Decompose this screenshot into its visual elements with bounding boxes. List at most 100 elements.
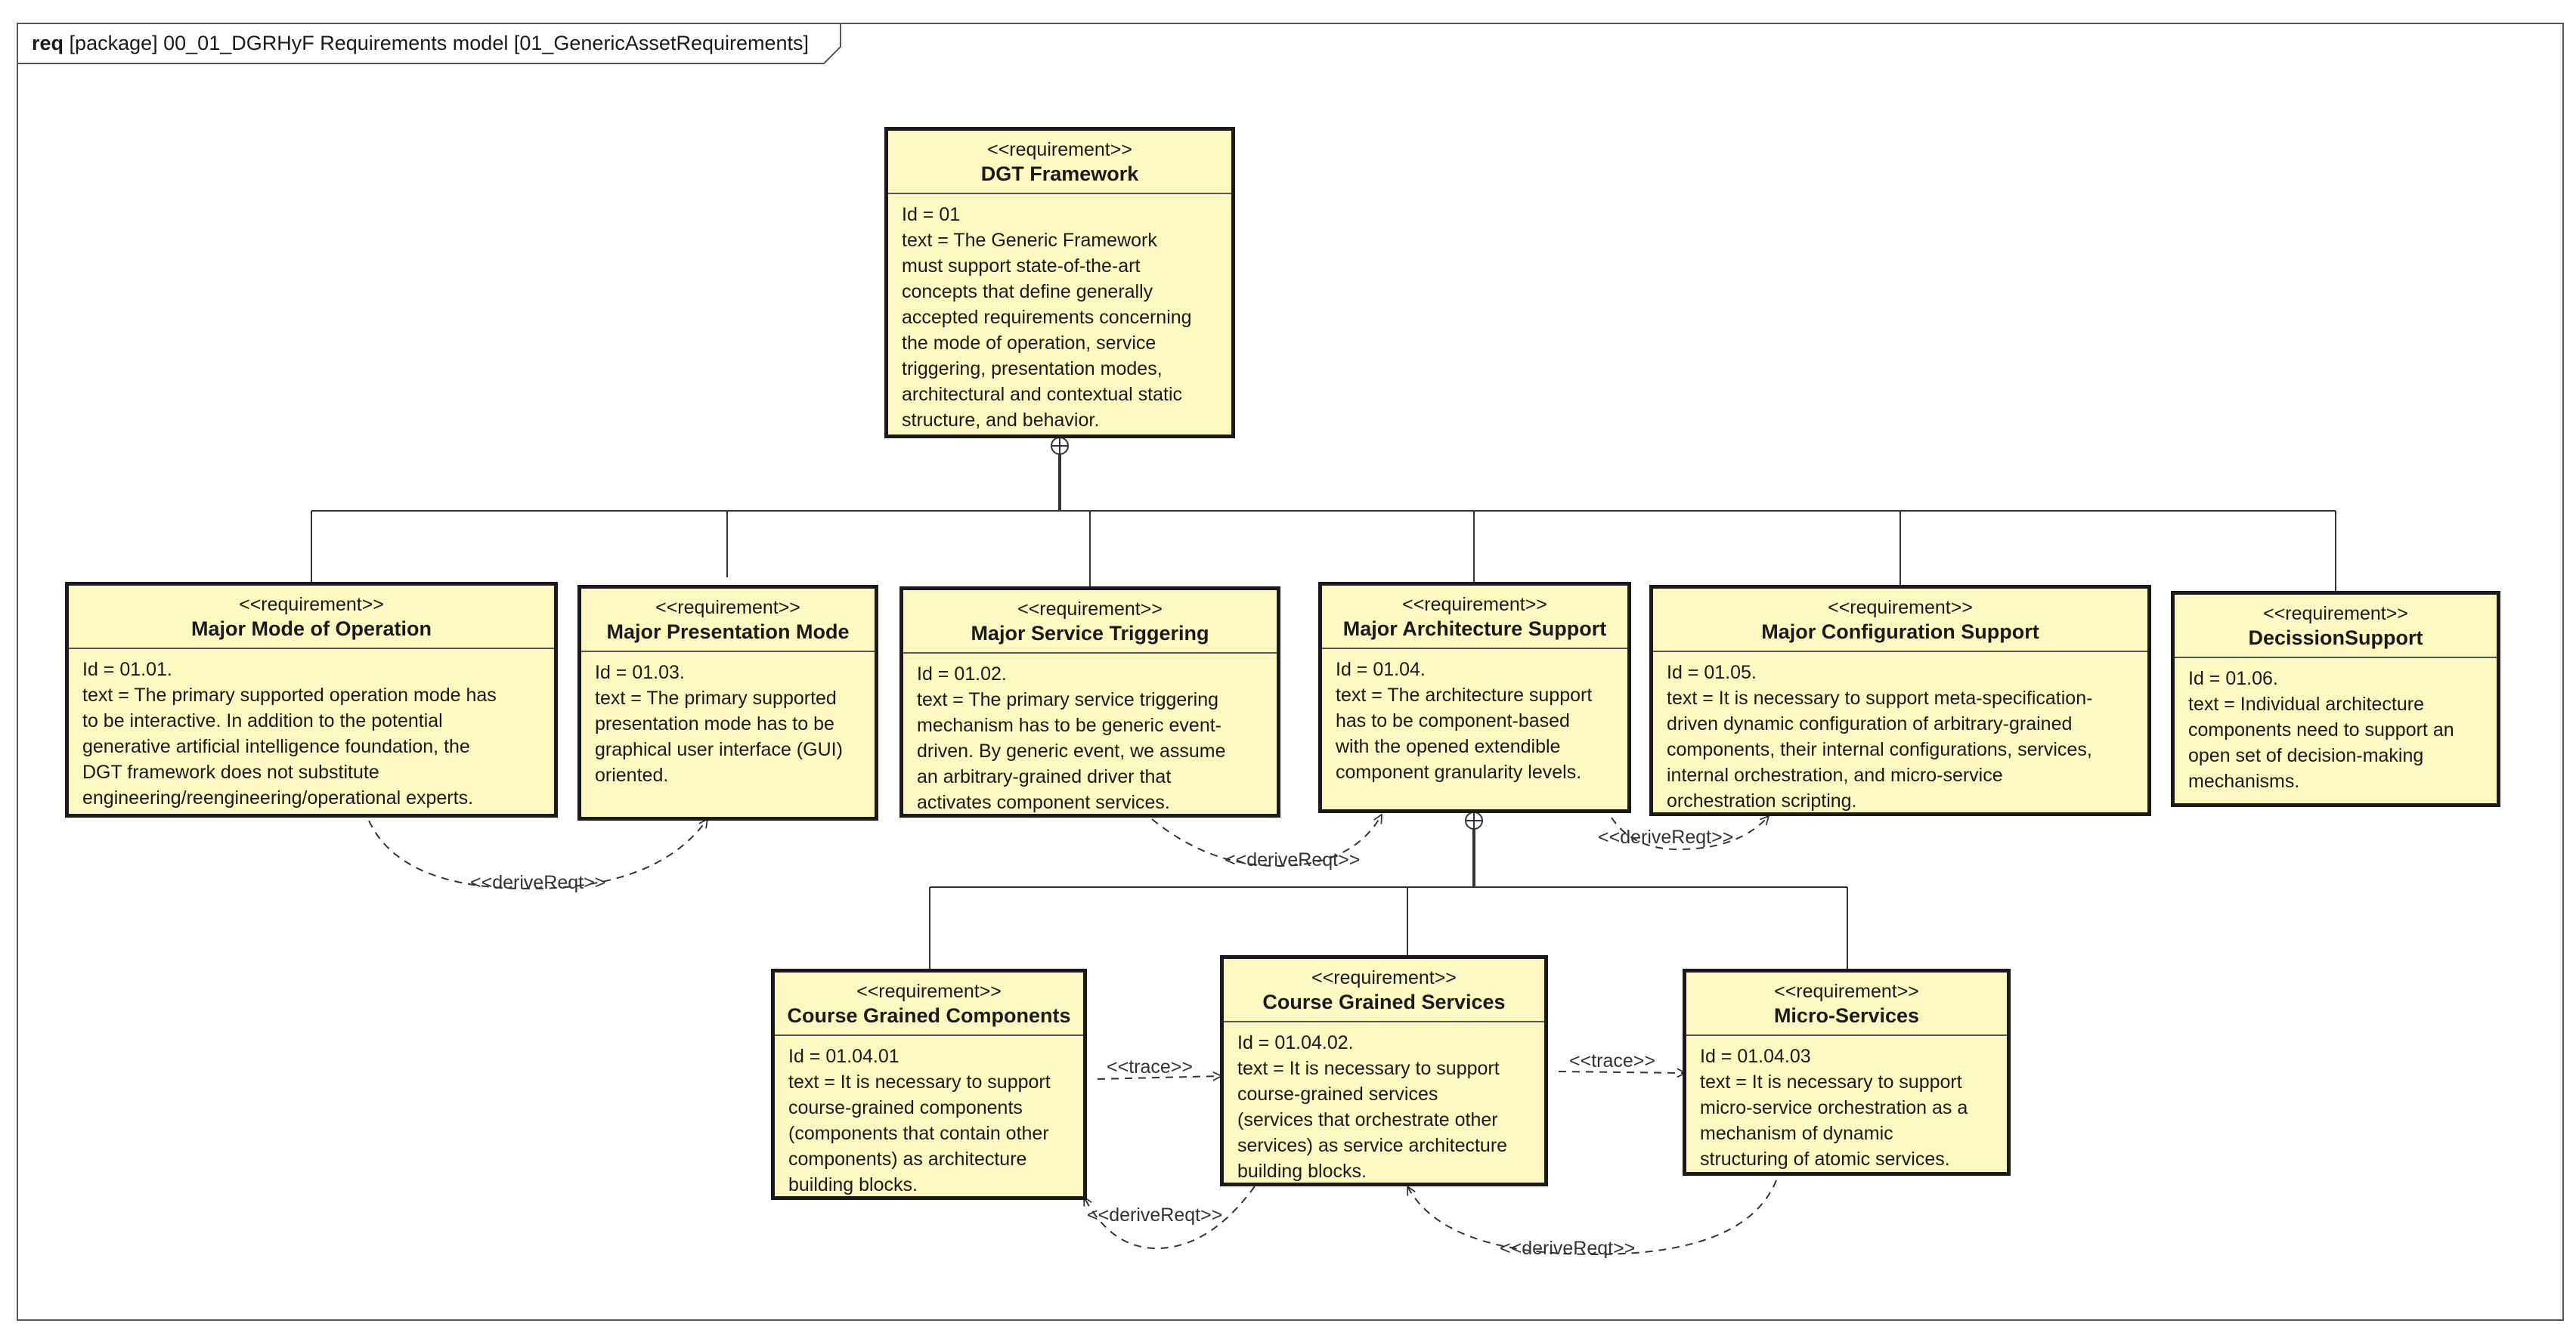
requirement-text-line: structure, and behavior. — [902, 410, 1100, 431]
trace-label-components-services: <<trace>> — [1107, 1056, 1193, 1078]
requirement-text-line: DGT framework does not substitute — [82, 762, 379, 783]
requirement-major-presentation-mode[interactable]: <<requirement>> Major Presentation Mode … — [577, 585, 878, 821]
derive-label-mode-presentation: <<deriveReqt>> — [470, 872, 606, 893]
requirement-id: Id = 01.04.03 — [1700, 1046, 1811, 1067]
requirement-body: Id = 01.04.02. text = It is necessary to… — [1224, 1022, 1544, 1192]
stereotype-label: <<requirement>> — [239, 594, 384, 615]
requirement-id: Id = 01.06. — [2188, 668, 2278, 689]
requirement-text-line: mechanism of dynamic — [1700, 1123, 1893, 1144]
frame-keyword: req — [32, 32, 64, 54]
requirement-text-line: structuring of atomic services. — [1700, 1149, 1950, 1170]
derive-label-micro-services: <<deriveReqt>> — [1500, 1238, 1636, 1259]
derive-label-triggering-architecture: <<deriveReqt>> — [1225, 849, 1361, 871]
containment-tree-top — [311, 437, 2336, 591]
requirement-text-line: generative artificial intelligence found… — [82, 736, 470, 757]
requirement-id: Id = 01.04. — [1336, 659, 1426, 680]
requirement-major-service-triggering[interactable]: <<requirement>> Major Service Triggering… — [899, 586, 1280, 818]
requirement-text-line: text = It is necessary to support — [1700, 1072, 1962, 1093]
derive-label-architecture-configuration: <<deriveReqt>> — [1598, 827, 1734, 848]
frame-title-text: [package] 00_01_DGRHyF Requirements mode… — [69, 32, 810, 54]
requirement-dgt-framework[interactable]: <<requirement>> DGT Framework Id = 01 te… — [884, 127, 1235, 438]
requirement-body: Id = 01.03. text = The primary supported… — [581, 652, 875, 796]
requirement-course-grained-services[interactable]: <<requirement>> Course Grained Services … — [1220, 955, 1548, 1186]
requirement-id: Id = 01.03. — [595, 662, 685, 683]
derive-edge-architecture-configuration — [1611, 816, 1769, 851]
requirement-text-line: must support state-of-the-art — [902, 255, 1141, 277]
requirement-text-line: course-grained components — [788, 1097, 1023, 1118]
requirement-header: <<requirement>> DGT Framework — [888, 131, 1231, 194]
requirement-body: Id = 01.04. text = The architecture supp… — [1322, 649, 1627, 793]
requirement-text-line: component granularity levels. — [1336, 762, 1582, 783]
requirement-text-line: text = It is necessary to support meta-s… — [1667, 688, 2093, 709]
requirement-name: Major Architecture Support — [1342, 617, 1607, 640]
requirement-text-line: driven dynamic configuration of arbitrar… — [1667, 713, 2073, 734]
requirement-text-line: concepts that define generally — [902, 281, 1153, 302]
requirement-decission-support[interactable]: <<requirement>> DecissionSupport Id = 01… — [2171, 591, 2500, 807]
requirement-text-line: accepted requirements concerning — [902, 307, 1192, 328]
requirement-text-line: mechanism has to be generic event- — [917, 715, 1221, 736]
derive-edge-services-components — [1084, 1186, 1255, 1250]
requirement-text-line: micro-service orchestration as a — [1700, 1097, 1968, 1118]
derive-edge-triggering-architecture — [1151, 815, 1382, 867]
stereotype-label: <<requirement>> — [1828, 597, 1973, 618]
requirement-body: Id = 01.06. text = Individual architectu… — [2175, 658, 2497, 802]
requirement-name: Course Grained Services — [1262, 991, 1506, 1013]
requirement-name: Course Grained Components — [787, 1004, 1071, 1027]
requirement-name: DecissionSupport — [2248, 626, 2423, 649]
requirement-header: <<requirement>> Course Grained Services — [1224, 959, 1544, 1022]
requirement-name: Major Mode of Operation — [190, 617, 432, 640]
requirement-text-line: text = The architecture support — [1336, 685, 1593, 706]
requirement-text-line: with the opened extendible — [1336, 736, 1561, 757]
requirement-text-line: components) as architecture — [788, 1149, 1027, 1170]
requirement-text-line: building blocks. — [788, 1174, 918, 1195]
requirement-text-line: internal orchestration, and micro-servic… — [1667, 765, 2003, 786]
requirement-body: Id = 01.04.03 text = It is necessary to … — [1686, 1036, 2007, 1180]
requirement-major-architecture-support[interactable]: <<requirement>> Major Architecture Suppo… — [1318, 582, 1631, 813]
requirement-body: Id = 01 text = The Generic Framework mus… — [888, 194, 1231, 441]
requirement-header: <<requirement>> Major Architecture Suppo… — [1322, 586, 1627, 649]
requirement-header: <<requirement>> Major Service Triggering — [903, 590, 1277, 654]
requirement-major-configuration-support[interactable]: <<requirement>> Major Configuration Supp… — [1649, 585, 2151, 816]
requirement-body: Id = 01.02. text = The primary service t… — [903, 654, 1277, 823]
requirement-text-line: the mode of operation, service — [902, 332, 1156, 354]
derive-edge-micro-services — [1407, 1180, 1777, 1256]
requirement-text-line: building blocks. — [1237, 1161, 1367, 1182]
trace-edge-services-micro — [1558, 1072, 1686, 1073]
requirement-header: <<requirement>> Major Configuration Supp… — [1653, 589, 2147, 652]
requirement-text-line: triggering, presentation modes, — [902, 358, 1163, 379]
requirement-text-line: text = The primary service triggering — [917, 689, 1218, 710]
trace-label-services-micro: <<trace>> — [1569, 1050, 1655, 1072]
requirement-micro-services[interactable]: <<requirement>> Micro-Services Id = 01.0… — [1683, 969, 2011, 1176]
requirement-text-line: to be interactive. In addition to the po… — [82, 710, 443, 731]
requirement-text-line: text = The primary supported — [595, 688, 837, 709]
requirement-text-line: (services that orchestrate other — [1237, 1109, 1498, 1130]
requirement-body: Id = 01.04.01 text = It is necessary to … — [775, 1036, 1083, 1205]
requirement-text-line: open set of decision-making — [2188, 745, 2424, 766]
requirement-id: Id = 01.02. — [917, 663, 1007, 685]
requirement-text-line: driven. By generic event, we assume — [917, 741, 1226, 762]
requirement-text-line: components need to support an — [2188, 719, 2454, 741]
requirement-text-line: text = The primary supported operation m… — [82, 685, 497, 706]
requirement-major-mode-of-operation[interactable]: <<requirement>> Major Mode of Operation … — [65, 582, 558, 818]
requirement-name: Major Presentation Mode — [606, 620, 850, 643]
requirement-text-line: mechanisms. — [2188, 771, 2300, 792]
requirement-text-line: text = It is necessary to support — [788, 1072, 1051, 1093]
requirement-header: <<requirement>> Major Presentation Mode — [581, 589, 875, 652]
requirement-course-grained-components[interactable]: <<requirement>> Course Grained Component… — [771, 969, 1087, 1200]
requirement-text-line: text = The Generic Framework — [902, 230, 1157, 251]
stereotype-label: <<requirement>> — [1774, 981, 1919, 1002]
requirement-name: Micro-Services — [1773, 1004, 1920, 1027]
requirement-text-line: course-grained services — [1237, 1084, 1438, 1105]
diagram-frame — [17, 23, 2564, 1321]
stereotype-label: <<requirement>> — [856, 981, 1002, 1002]
requirement-name: Major Configuration Support — [1761, 620, 2039, 643]
requirement-text-line: services) as service architecture — [1237, 1135, 1508, 1156]
requirement-header: <<requirement>> DecissionSupport — [2175, 595, 2497, 658]
requirement-text-line: text = Individual architecture — [2188, 694, 2424, 715]
stereotype-label: <<requirement>> — [1311, 967, 1457, 988]
requirement-text-line: (components that contain other — [788, 1123, 1049, 1144]
requirement-header: <<requirement>> Course Grained Component… — [775, 973, 1083, 1036]
trace-edge-components-services — [1097, 1076, 1221, 1079]
frame-title-tab — [17, 23, 841, 64]
